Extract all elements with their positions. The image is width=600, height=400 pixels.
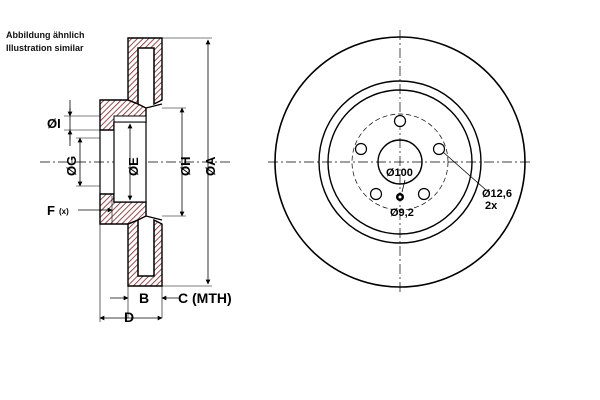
bolt-hole-top [393,114,407,128]
label-d: D [124,309,134,325]
caption-line-1: Abbildung ähnlich [6,30,85,40]
label-h: ØH [178,157,193,177]
bolt-holes [354,114,446,201]
friction-ring-lower [127,218,163,287]
label-bolt-hole-count: 2x [485,200,498,212]
hat-outer-circle [318,80,482,244]
label-f-suffix: (x) [59,207,69,216]
label-i: ØI [47,116,61,131]
label-small-hole: Ø9,2 [390,207,414,219]
label-bolt-hole: Ø12,6 [482,188,512,200]
label-g: ØG [64,156,79,176]
friction-ring-upper [127,37,163,106]
side-section-view: ØI ØG ØE ØH ØA F (x) [40,37,232,325]
vent-ribs [137,48,155,276]
bolt-hole-upper-left [354,142,368,156]
outer-rim [274,36,526,288]
label-a: ØA [203,156,218,176]
caption-line-2: Illustration similar [6,43,84,53]
label-e: ØE [126,157,141,176]
bolt-hole-lower-right [417,187,431,201]
label-c: C (MTH) [178,290,232,306]
front-view: Ø100 Ø9,2 Ø12,6 2x [268,30,532,294]
hub-bolt-hole [113,115,147,123]
label-b: B [139,290,149,306]
bolt-hole-upper-right [432,142,446,156]
label-f: F [47,203,55,218]
hat-inner-circle [327,89,473,235]
bolt-hole-lower-left [369,187,383,201]
bolt-circle [351,113,449,211]
label-center-bore: Ø100 [386,167,413,179]
center-bore-circle [377,139,423,185]
